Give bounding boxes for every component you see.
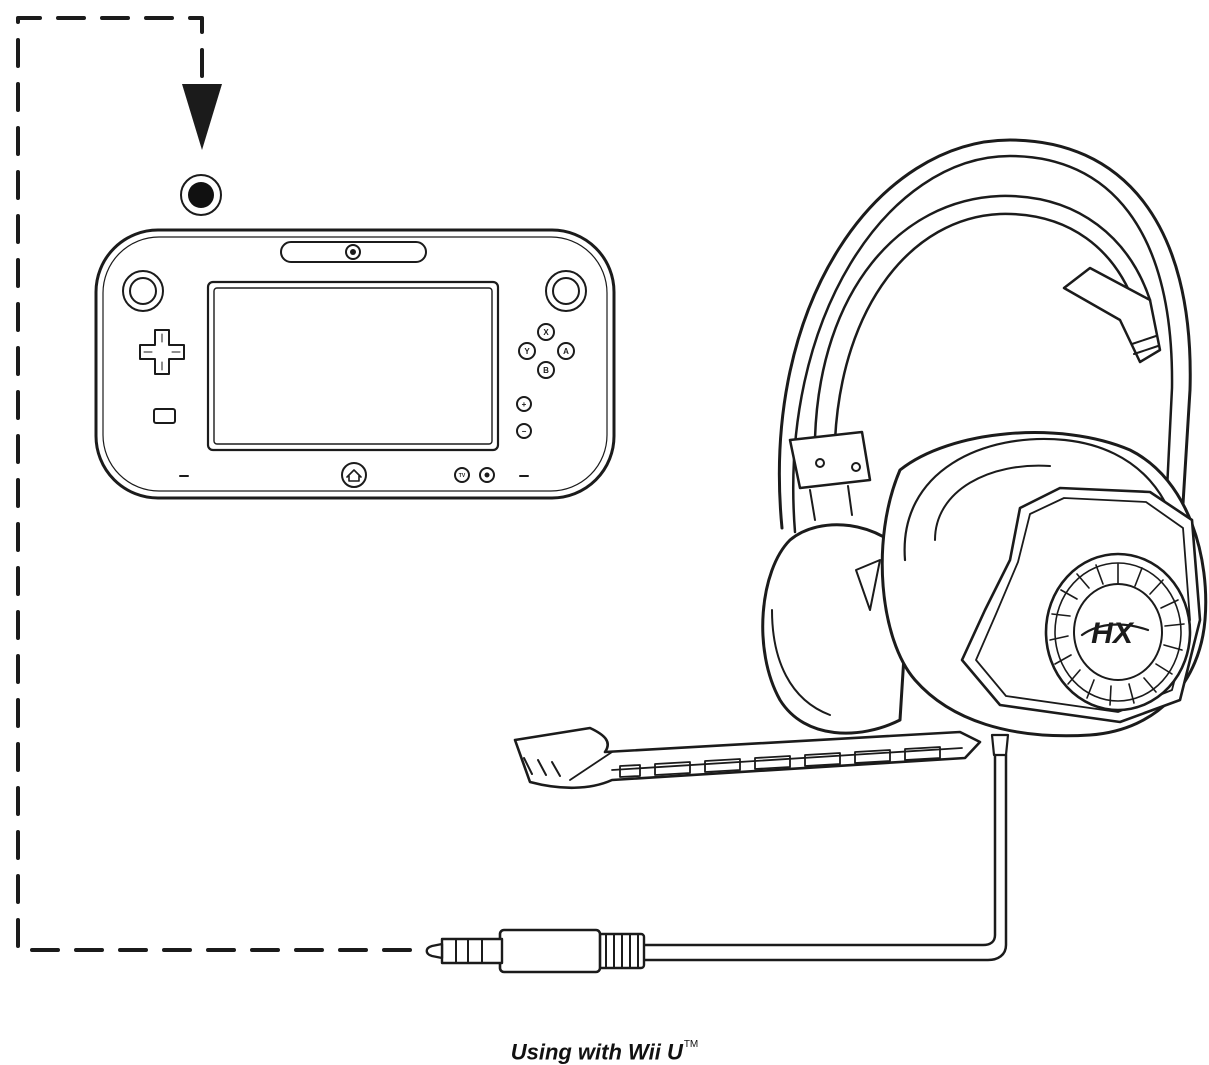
wii-u-gamepad: X Y A B + − TV [94,228,616,500]
button-minus-label: − [522,427,527,436]
button-x-label: X [543,328,549,337]
gamepad-screen [206,280,500,452]
audio-plug-icon [425,928,646,974]
headset-cable [643,733,1010,962]
dashed-connection-path [16,16,412,952]
arrow-down-icon [182,84,222,150]
right-stick-icon [545,270,587,312]
home-button-icon [341,462,367,488]
face-buttons: X Y A B [518,323,575,379]
button-a-label: A [563,347,569,356]
button-tv-label: TV [459,473,466,479]
headphone-jack [180,174,222,216]
microphone-boom [513,726,982,790]
button-b-label: B [543,366,549,375]
button-y-label: Y [524,347,530,356]
logo-text: HX [1091,617,1135,650]
sensor-bar [280,241,427,263]
trademark-symbol: TM [683,1039,699,1050]
caption-text: Using with Wii U [510,1039,683,1065]
power-button [153,408,176,424]
hyperx-logo: HX [1044,552,1192,712]
dpad-icon [139,329,185,375]
headset: HX [425,138,1208,974]
button-plus-label: + [522,400,527,409]
left-stick-icon [122,270,164,312]
diagram-caption: Using with Wii UTM [0,1036,1209,1065]
